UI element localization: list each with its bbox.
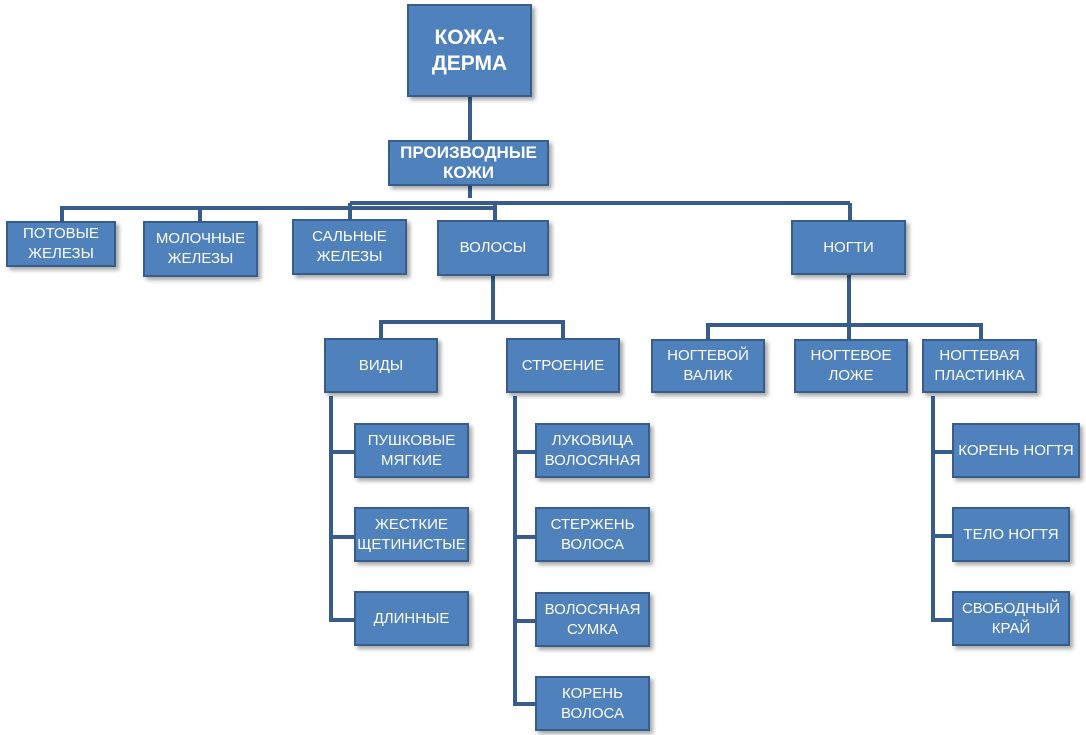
node-sebaceous-glands: САЛЬНЫЕ ЖЕЛЕЗЫ [292,219,407,275]
node-nail-body: ТЕЛО НОГТЯ [952,507,1070,562]
node-nail-fold: НОГТЕВОЙ ВАЛИК [651,339,765,393]
node-nails: НОГТИ [791,220,906,275]
node-sweat-glands: ПОТОВЫЕ ЖЕЛЕЗЫ [6,221,116,267]
node-skin-derivatives: ПРОИЗВОДНЫЕ КОЖИ [388,140,549,186]
node-hair-bulb: ЛУКОВИЦА ВОЛОСЯНАЯ [535,423,650,478]
node-hair-types: ВИДЫ [324,338,438,393]
node-nail-root: КОРЕНЬ НОГТЯ [952,423,1080,478]
node-hard-bristly: ЖЕСТКИЕ ЩЕТИНИСТЫЕ [354,507,469,562]
node-vellus-soft: ПУШКОВЫЕ МЯГКИЕ [354,423,469,478]
node-hair-structure: СТРОЕНИЕ [506,338,620,393]
node-hair: ВОЛОСЫ [437,220,549,276]
node-free-edge: СВОБОДНЫЙ КРАЙ [952,591,1070,646]
node-hair-root: КОРЕНЬ ВОЛОСА [535,676,650,731]
node-mammary-glands: МОЛОЧНЫЕ ЖЕЛЕЗЫ [143,221,258,277]
node-hair-shaft: СТЕРЖЕНЬ ВОЛОСА [535,507,650,562]
node-nail-plate: НОГТЕВАЯ ПЛАСТИНКА [922,339,1037,393]
node-hair-follicle: ВОЛОСЯНАЯ СУМКА [535,592,650,647]
node-nail-bed: НОГТЕВОЕ ЛОЖЕ [794,339,908,393]
node-long: ДЛИННЫЕ [354,591,469,646]
node-skin-derma: КОЖА- ДЕРМА [407,4,532,97]
